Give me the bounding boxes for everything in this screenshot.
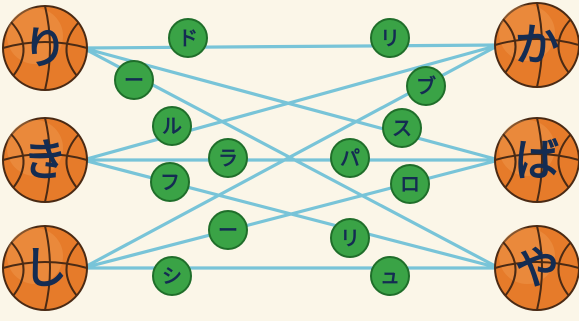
token-label: ス: [392, 116, 412, 140]
token-circle: [152, 106, 192, 146]
basketball-seam: [536, 2, 543, 88]
token-circle: [168, 18, 208, 58]
katakana-token: フ: [150, 162, 190, 202]
basketball-seam: [502, 133, 517, 189]
token-circle: [114, 60, 154, 100]
katakana-token: ド: [168, 18, 208, 58]
katakana-token: シ: [152, 256, 192, 296]
basketball-seam: [44, 117, 51, 203]
basketball-right-2: ば: [494, 117, 579, 203]
token-label: ュ: [380, 264, 400, 288]
katakana-token: ー: [114, 60, 154, 100]
basketball-seam: [536, 117, 543, 203]
basketball-seam: [65, 133, 80, 189]
token-circle: [208, 138, 248, 178]
katakana-token: リ: [370, 18, 410, 58]
token-label: ブ: [416, 74, 436, 98]
basketball-seam: [65, 241, 80, 297]
basketball-seam: [10, 133, 25, 189]
connector-line: [81, 158, 501, 270]
katakana-token: パ: [330, 138, 370, 178]
token-label: ロ: [400, 172, 420, 196]
token-label: シ: [162, 264, 182, 288]
token-circle: [382, 108, 422, 148]
token-label: ル: [162, 114, 182, 138]
katakana-token: ル: [152, 106, 192, 146]
token-label: ー: [124, 68, 144, 92]
katakana-token: ー: [208, 210, 248, 250]
token-label: リ: [380, 26, 400, 50]
token-circle: [370, 256, 410, 296]
basketball-left-2: き: [2, 117, 88, 203]
basketball-left-1: り: [2, 5, 88, 91]
katakana-token: ュ: [370, 256, 410, 296]
basketball-seam: [10, 241, 25, 297]
basketball-right-1: か: [494, 2, 579, 88]
token-label: パ: [340, 146, 360, 170]
basketball-seam: [2, 153, 88, 161]
basketball-seam: [494, 261, 579, 269]
token-circle: [370, 18, 410, 58]
token-label: フ: [160, 170, 180, 194]
basketball-seam: [44, 225, 51, 311]
left-ball-label: し: [23, 243, 67, 294]
right-ball-label: か: [515, 20, 559, 71]
right-ball-label: や: [515, 243, 559, 294]
connector-line: [81, 43, 501, 50]
katakana-token: ロ: [390, 164, 430, 204]
token-circle: [152, 256, 192, 296]
token-label: ー: [218, 218, 238, 242]
token-circle: [330, 218, 370, 258]
basketball-seam: [502, 18, 517, 74]
token-circle: [390, 164, 430, 204]
basketball-right-3: や: [494, 225, 579, 311]
token-label: ラ: [218, 146, 238, 170]
connector-line: [81, 43, 501, 162]
basketball-seam: [44, 5, 51, 91]
basketball-seam: [2, 41, 88, 49]
katakana-token: ス: [382, 108, 422, 148]
basketball-seam: [10, 21, 25, 77]
left-ball-label: り: [23, 23, 67, 74]
left-ball-label: き: [23, 135, 67, 186]
token-circle: [406, 66, 446, 106]
katakana-token: リ: [330, 218, 370, 258]
basketball-left-3: し: [2, 225, 88, 311]
basketball-seam: [557, 133, 572, 189]
right-ball-label: ば: [515, 135, 559, 186]
basketball-seam: [536, 225, 543, 311]
basketball-seam: [557, 18, 572, 74]
basketball-seam: [557, 241, 572, 297]
token-circle: [150, 162, 190, 202]
token-label: リ: [340, 226, 360, 250]
token-circle: [208, 210, 248, 250]
basketballs: りきし かばや: [2, 2, 579, 311]
basketball-seam: [502, 241, 517, 297]
katakana-token: ブ: [406, 66, 446, 106]
basketball-seam: [494, 38, 579, 46]
katakana-token: ラ: [208, 138, 248, 178]
token-label: ド: [178, 26, 198, 50]
basketball-seam: [494, 153, 579, 161]
token-circle: [330, 138, 370, 178]
basketball-seam: [65, 21, 80, 77]
basketball-seam: [2, 261, 88, 269]
